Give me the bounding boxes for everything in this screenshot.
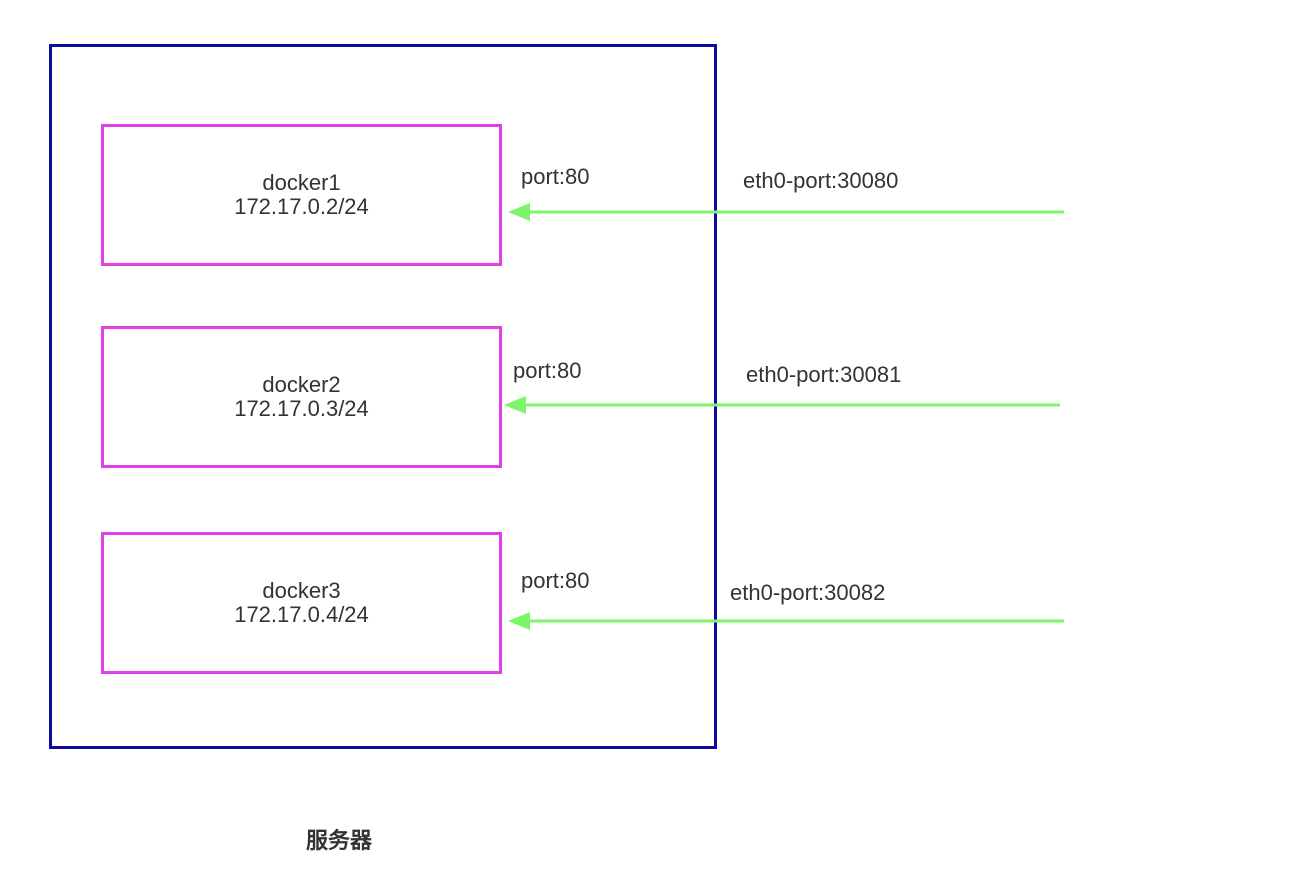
host-port-label: eth0-port:30080: [743, 168, 899, 193]
container-name: docker2: [262, 372, 341, 397]
host-port-label: eth0-port:30081: [746, 362, 902, 387]
server-caption: 服务器: [306, 829, 373, 854]
container-box-docker1: docker1 172.17.0.2/24: [101, 124, 502, 266]
container-port-label: port:80: [521, 568, 590, 593]
container-port-label: port:80: [513, 358, 582, 383]
container-name: docker1: [262, 170, 341, 195]
container-name: docker3: [262, 578, 341, 603]
container-box-docker3: docker3 172.17.0.4/24: [101, 532, 502, 674]
container-port-label: port:80: [521, 164, 590, 189]
container-box-docker2: docker2 172.17.0.3/24: [101, 326, 502, 468]
container-ip: 172.17.0.2/24: [234, 194, 369, 219]
container-ip: 172.17.0.4/24: [234, 602, 369, 627]
host-port-label: eth0-port:30082: [730, 580, 886, 605]
container-ip: 172.17.0.3/24: [234, 396, 369, 421]
server-box: [49, 44, 717, 749]
